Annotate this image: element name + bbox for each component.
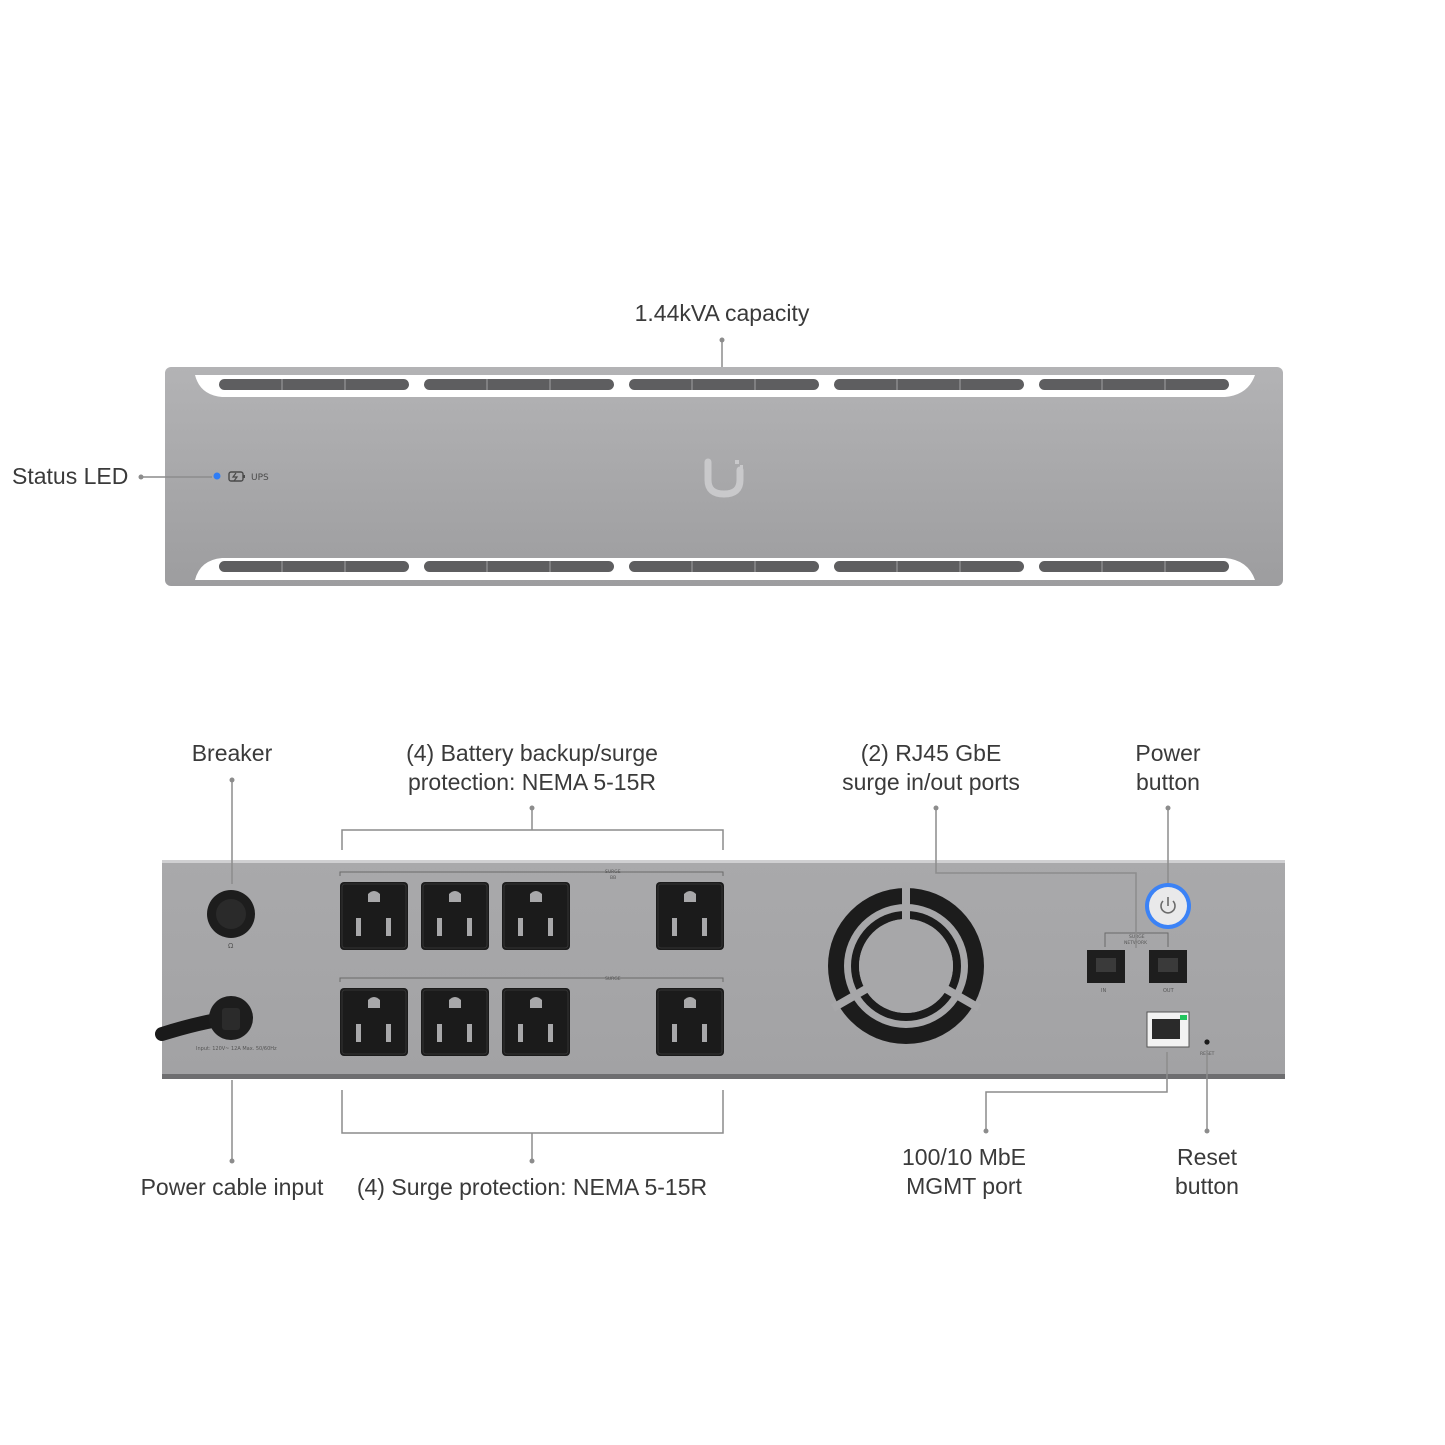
rj45-out-port[interactable] bbox=[1149, 950, 1187, 983]
front-panel: UPS bbox=[165, 367, 1283, 586]
rj45-leader bbox=[935, 808, 1137, 948]
front-callouts bbox=[138, 337, 725, 480]
in-tag: IN bbox=[1101, 988, 1106, 994]
mgmt-label: 100/10 MbE MGMT port bbox=[901, 1144, 1027, 1199]
mgmt-leader bbox=[985, 1052, 1168, 1131]
battery-outlet[interactable] bbox=[502, 882, 570, 950]
rear-top-edge bbox=[162, 860, 1285, 863]
vent-slot bbox=[834, 561, 1024, 572]
surge-bracket bbox=[341, 1090, 724, 1134]
out-tag: OUT bbox=[1163, 988, 1175, 994]
power-icon bbox=[1160, 900, 1176, 914]
vent-slot bbox=[629, 379, 819, 390]
vent-slot bbox=[219, 561, 409, 572]
rear-bottom-edge bbox=[162, 1074, 1285, 1079]
front-chassis bbox=[165, 367, 1283, 586]
rj45-label: (2) RJ45 GbE surge in/out ports bbox=[842, 740, 1020, 795]
front-vents-bottom bbox=[219, 561, 1229, 572]
surge-outlet[interactable] bbox=[340, 988, 408, 1056]
vent-slot bbox=[834, 379, 1024, 390]
led-caption: UPS bbox=[251, 473, 269, 483]
vent-slot bbox=[424, 561, 614, 572]
surge-outlets-label: (4) Surge protection: NEMA 5-15R bbox=[356, 1174, 708, 1200]
battery-outlet[interactable] bbox=[421, 882, 489, 950]
ubiquiti-logo bbox=[704, 458, 744, 498]
outlet-group-lines bbox=[339, 871, 724, 982]
power-cable bbox=[155, 996, 253, 1041]
status-led bbox=[213, 472, 221, 480]
surge-bb-tag: SURGE bbox=[605, 869, 621, 875]
rear-callout-dots bbox=[229, 777, 1210, 1164]
surge-tag: SURGE bbox=[605, 976, 621, 982]
power-cable-label: Power cable input bbox=[140, 1174, 324, 1200]
battery-icon bbox=[228, 471, 245, 482]
bb-tag: BB bbox=[610, 875, 616, 881]
power-button-label: Power button bbox=[1135, 740, 1201, 795]
capacity-leader-dot bbox=[719, 337, 725, 343]
input-rating-text: Input: 120V~ 12A Max. 50/60Hz bbox=[196, 1046, 277, 1052]
battery-outlets-label: (4) Battery backup/surge protection: NEM… bbox=[406, 740, 658, 795]
surge-network-tag: SURGE bbox=[1129, 934, 1145, 940]
vent-slot bbox=[629, 561, 819, 572]
mgmt-port[interactable] bbox=[1146, 1011, 1190, 1048]
mgmt-link-led bbox=[1180, 1015, 1187, 1020]
vent-slot bbox=[219, 379, 409, 390]
breaker-label: Breaker bbox=[191, 740, 273, 766]
battery-outlet[interactable] bbox=[656, 882, 724, 950]
vent-slot bbox=[1039, 379, 1229, 390]
reset-button[interactable] bbox=[1204, 1039, 1210, 1045]
vent-slot bbox=[424, 379, 614, 390]
power-button[interactable] bbox=[1145, 883, 1191, 929]
breaker-symbol-icon: Ω bbox=[228, 942, 234, 950]
cooling-fan bbox=[828, 882, 984, 1044]
surge-outlet[interactable] bbox=[656, 988, 724, 1056]
breaker-switch[interactable] bbox=[207, 890, 255, 938]
surge-outlet[interactable] bbox=[502, 988, 570, 1056]
battery-bracket bbox=[341, 829, 724, 850]
reset-label: Reset button bbox=[1175, 1144, 1239, 1199]
battery-outlet[interactable] bbox=[340, 882, 408, 950]
status-led-label: Status LED bbox=[12, 463, 129, 489]
front-vents-top bbox=[219, 379, 1229, 390]
rear-panel: Ω Input: 120V~ 12A Max. 50/60Hz SURGE BB… bbox=[155, 860, 1285, 1079]
capacity-label: 1.44kVA capacity bbox=[634, 300, 810, 326]
vent-slot bbox=[1039, 561, 1229, 572]
surge-outlet[interactable] bbox=[421, 988, 489, 1056]
rear-callouts bbox=[231, 780, 1208, 1161]
rj45-in-port[interactable] bbox=[1087, 950, 1125, 983]
led-leader-dot bbox=[138, 474, 144, 480]
outlets bbox=[340, 882, 724, 1056]
